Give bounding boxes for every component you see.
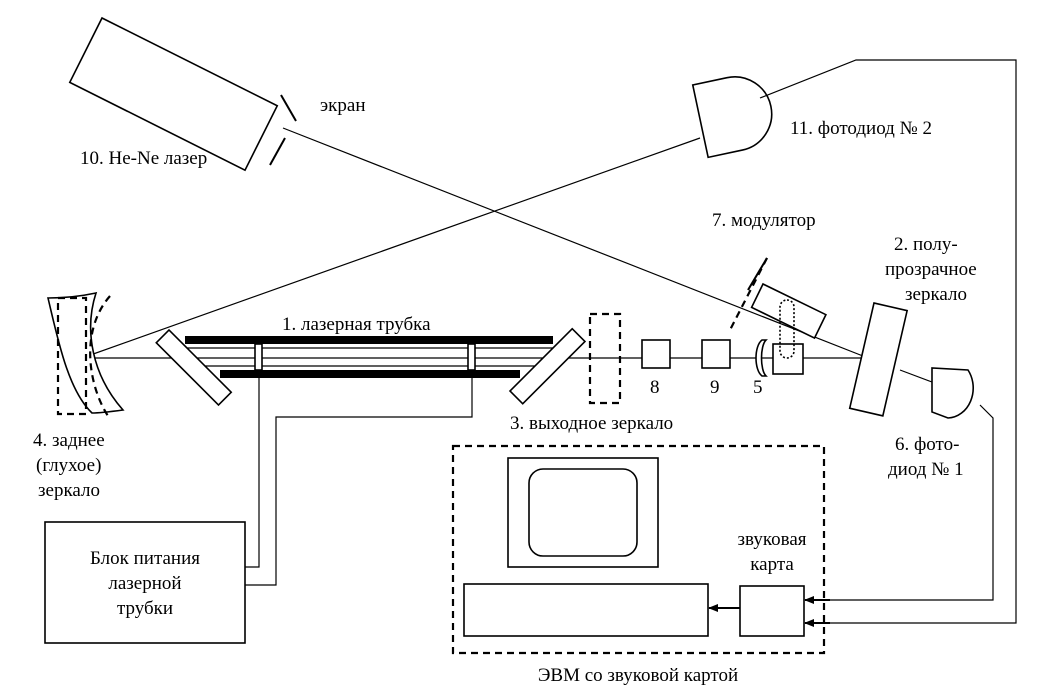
photodiode-1-label-2: диод № 1: [888, 459, 964, 480]
screen: [269, 94, 297, 166]
back-mirror-label-3: зеркало: [38, 480, 100, 501]
monitor-screen: [528, 468, 638, 557]
he-ne-laser-label: 10. He-Ne лазер: [80, 148, 207, 169]
photodiode-1-beam: [899, 369, 933, 383]
photodiode-1-label-1: 6. фото-: [895, 434, 959, 455]
system-unit: [463, 583, 709, 637]
photodiode-2-signal: [759, 59, 1017, 624]
power-supply-box: [44, 521, 246, 644]
power-wire-2: [245, 370, 473, 586]
element-9: [701, 339, 731, 369]
computer-frame: [451, 444, 826, 655]
photodiode-1-signal: [830, 404, 994, 601]
screen-label: экран: [320, 95, 366, 116]
power-supply-label-3: трубки: [117, 598, 173, 619]
sound-card-label-1: звуковая: [738, 529, 807, 550]
he-ne-laser: [68, 16, 279, 172]
photodiode-1: [931, 367, 974, 419]
sound-card-label-2: карта: [750, 554, 794, 575]
he-ne-beam: [282, 127, 869, 359]
laser-tube-label: 1. лазерная трубка: [282, 314, 431, 335]
semi-mirror-label-2: прозрачное: [885, 259, 977, 280]
photodiode-2: [691, 76, 773, 159]
back-mirror-label-2: (глухое): [36, 455, 101, 476]
sound-card-box: [739, 585, 805, 637]
power-supply-label-1: Блок питания: [90, 548, 200, 569]
semi-mirror-label-1: 2. полу-: [894, 234, 958, 255]
element-5-label: 5: [753, 377, 763, 398]
computer-label: ЭВМ со звуковой картой: [538, 665, 738, 686]
back-mirror: [46, 291, 125, 417]
power-wire-1: [245, 370, 260, 568]
back-mirror-label-1: 4. заднее: [33, 430, 105, 451]
photodiode-2-label: 11. фотодиод № 2: [790, 118, 932, 139]
photodiode-2-beam: [81, 137, 701, 359]
element-8-label: 8: [650, 377, 660, 398]
semi-transparent-mirror: [848, 302, 909, 417]
modulator: [729, 257, 827, 375]
semi-mirror-label-3: зеркало: [905, 284, 967, 305]
element-9-label: 9: [710, 377, 720, 398]
power-supply-label-2: лазерной: [108, 573, 181, 594]
modulator-label: 7. модулятор: [712, 210, 816, 231]
output-mirror-label: 3. выходное зеркало: [510, 413, 673, 434]
element-8: [641, 339, 671, 369]
element-5-lens: [755, 339, 768, 377]
laser-tube: [155, 327, 587, 407]
output-mirror: [588, 312, 622, 405]
